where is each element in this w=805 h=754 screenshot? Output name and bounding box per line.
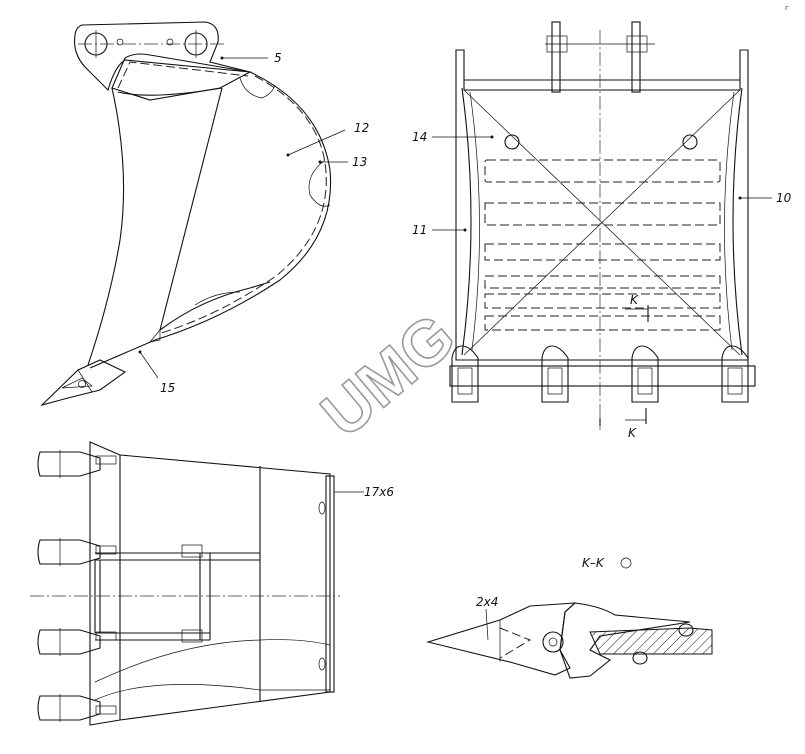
section-title: K–K — [582, 556, 605, 570]
label-17x6: 17x6 — [364, 485, 394, 499]
label-11: 11 — [412, 223, 427, 237]
label-2x4: 2x4 — [476, 595, 498, 609]
teeth-front — [451, 345, 749, 403]
front-view: 14 11 10 K K — [412, 21, 792, 440]
label-5: 5 — [274, 51, 282, 65]
teeth-top — [37, 450, 117, 722]
label-15: 15 — [160, 381, 175, 395]
side-view: 5 12 13 15 — [40, 21, 369, 407]
section-marker-top: K — [630, 293, 639, 307]
mounting-bracket — [73, 21, 251, 92]
top-view: 17x6 — [30, 441, 394, 726]
tooth-side — [40, 359, 127, 407]
label-12: 12 — [354, 121, 369, 135]
watermark: UMG — [308, 300, 469, 451]
bucket-shell — [87, 71, 332, 366]
label-13: 13 — [352, 155, 367, 169]
section-view: K–K 2x4 — [425, 556, 713, 679]
section-marker-bottom: K — [628, 426, 637, 440]
section-symbol — [620, 557, 632, 569]
tooth-section — [425, 602, 577, 676]
label-10: 10 — [776, 191, 792, 205]
corner-mark: г — [785, 4, 789, 12]
bucket-front-body — [461, 87, 743, 356]
label-14: 14 — [412, 130, 427, 144]
